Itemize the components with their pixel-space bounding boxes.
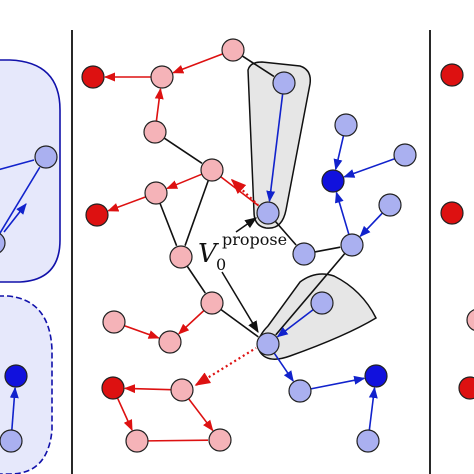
edge-lD-lC xyxy=(9,386,19,431)
edge-rD-rE xyxy=(163,137,203,165)
node-xC xyxy=(466,309,474,331)
edge-bG-bJ xyxy=(275,252,346,336)
left-hull-bottom xyxy=(0,295,53,474)
node-rF xyxy=(144,181,168,205)
edge-rE-rH xyxy=(184,180,210,246)
edge-bI-bJ xyxy=(276,309,314,338)
edge-bK-bL xyxy=(310,375,366,390)
edge-bA-bB xyxy=(266,93,284,203)
node-lD xyxy=(0,429,23,453)
edge-layer xyxy=(0,53,395,442)
edge-bM-bL xyxy=(368,386,378,431)
v0-superscript: propose xyxy=(222,230,287,249)
node-bK xyxy=(288,379,312,403)
node-rB xyxy=(150,65,174,89)
node-xB xyxy=(440,201,464,225)
edge-rE-rF xyxy=(166,173,203,190)
label-pointer-arrow-2 xyxy=(221,271,259,334)
edge-rC-bA xyxy=(241,55,275,78)
node-rN xyxy=(125,429,149,453)
node-bJ xyxy=(256,332,280,356)
edge-bB-bH xyxy=(274,220,297,246)
edge-bJ-bK xyxy=(273,352,294,383)
edge-bF-bG xyxy=(359,212,384,238)
node-layer xyxy=(0,38,474,453)
hull-upper xyxy=(247,61,312,229)
node-rK xyxy=(102,310,126,334)
node-bI xyxy=(310,291,334,315)
proposal-edge-1 xyxy=(230,178,259,206)
node-bC xyxy=(334,113,358,137)
edge-rI-rJ xyxy=(177,309,205,335)
edge-rL-rO xyxy=(188,398,214,432)
node-xD xyxy=(458,376,474,400)
node-bH xyxy=(292,242,316,266)
left-edge-arrow xyxy=(3,203,27,233)
node-bA xyxy=(272,71,296,95)
edge-rN-rO xyxy=(147,439,209,442)
left-hull-top xyxy=(0,59,61,283)
node-rI xyxy=(200,291,224,315)
node-bF xyxy=(378,193,402,217)
edge-rM-rN xyxy=(116,397,133,432)
v0-subscript: 0 xyxy=(216,255,226,274)
node-bD xyxy=(393,143,417,167)
edge-rK-rJ xyxy=(124,324,160,339)
node-rG xyxy=(85,203,109,227)
edge-rF-rG xyxy=(107,196,146,212)
node-rA xyxy=(81,65,105,89)
edge-rD-rB xyxy=(154,87,164,122)
edge-bC-bE xyxy=(333,135,345,171)
left-edge-line xyxy=(0,159,35,171)
edge-lB-lA xyxy=(0,166,41,235)
node-lC xyxy=(4,364,28,388)
node-lA xyxy=(34,145,58,169)
edge-rC-rB xyxy=(172,53,224,74)
node-lB xyxy=(0,233,6,253)
node-rD xyxy=(143,120,167,144)
node-bG xyxy=(340,233,364,257)
node-rJ xyxy=(158,330,182,354)
edge-rF-rH xyxy=(159,202,178,247)
node-rM xyxy=(101,376,125,400)
node-rO xyxy=(208,428,232,452)
edge-bD-bE xyxy=(343,157,395,178)
node-bB xyxy=(256,201,280,225)
edge-bG-bE xyxy=(334,191,350,235)
edge-rH-rI xyxy=(186,265,206,294)
edge-bH-bG xyxy=(314,246,341,253)
node-rC xyxy=(221,38,245,62)
v0-main: V xyxy=(198,239,219,269)
proposal-edge-2 xyxy=(194,347,257,386)
node-xA xyxy=(440,63,464,87)
edge-rL-rM xyxy=(123,384,172,394)
node-bM xyxy=(356,429,380,453)
node-bE xyxy=(321,169,345,193)
node-rE xyxy=(200,158,224,182)
node-rH xyxy=(169,245,193,269)
label-pointer-arrow-1 xyxy=(235,217,257,233)
node-bL xyxy=(364,364,388,388)
node-rL xyxy=(170,378,194,402)
